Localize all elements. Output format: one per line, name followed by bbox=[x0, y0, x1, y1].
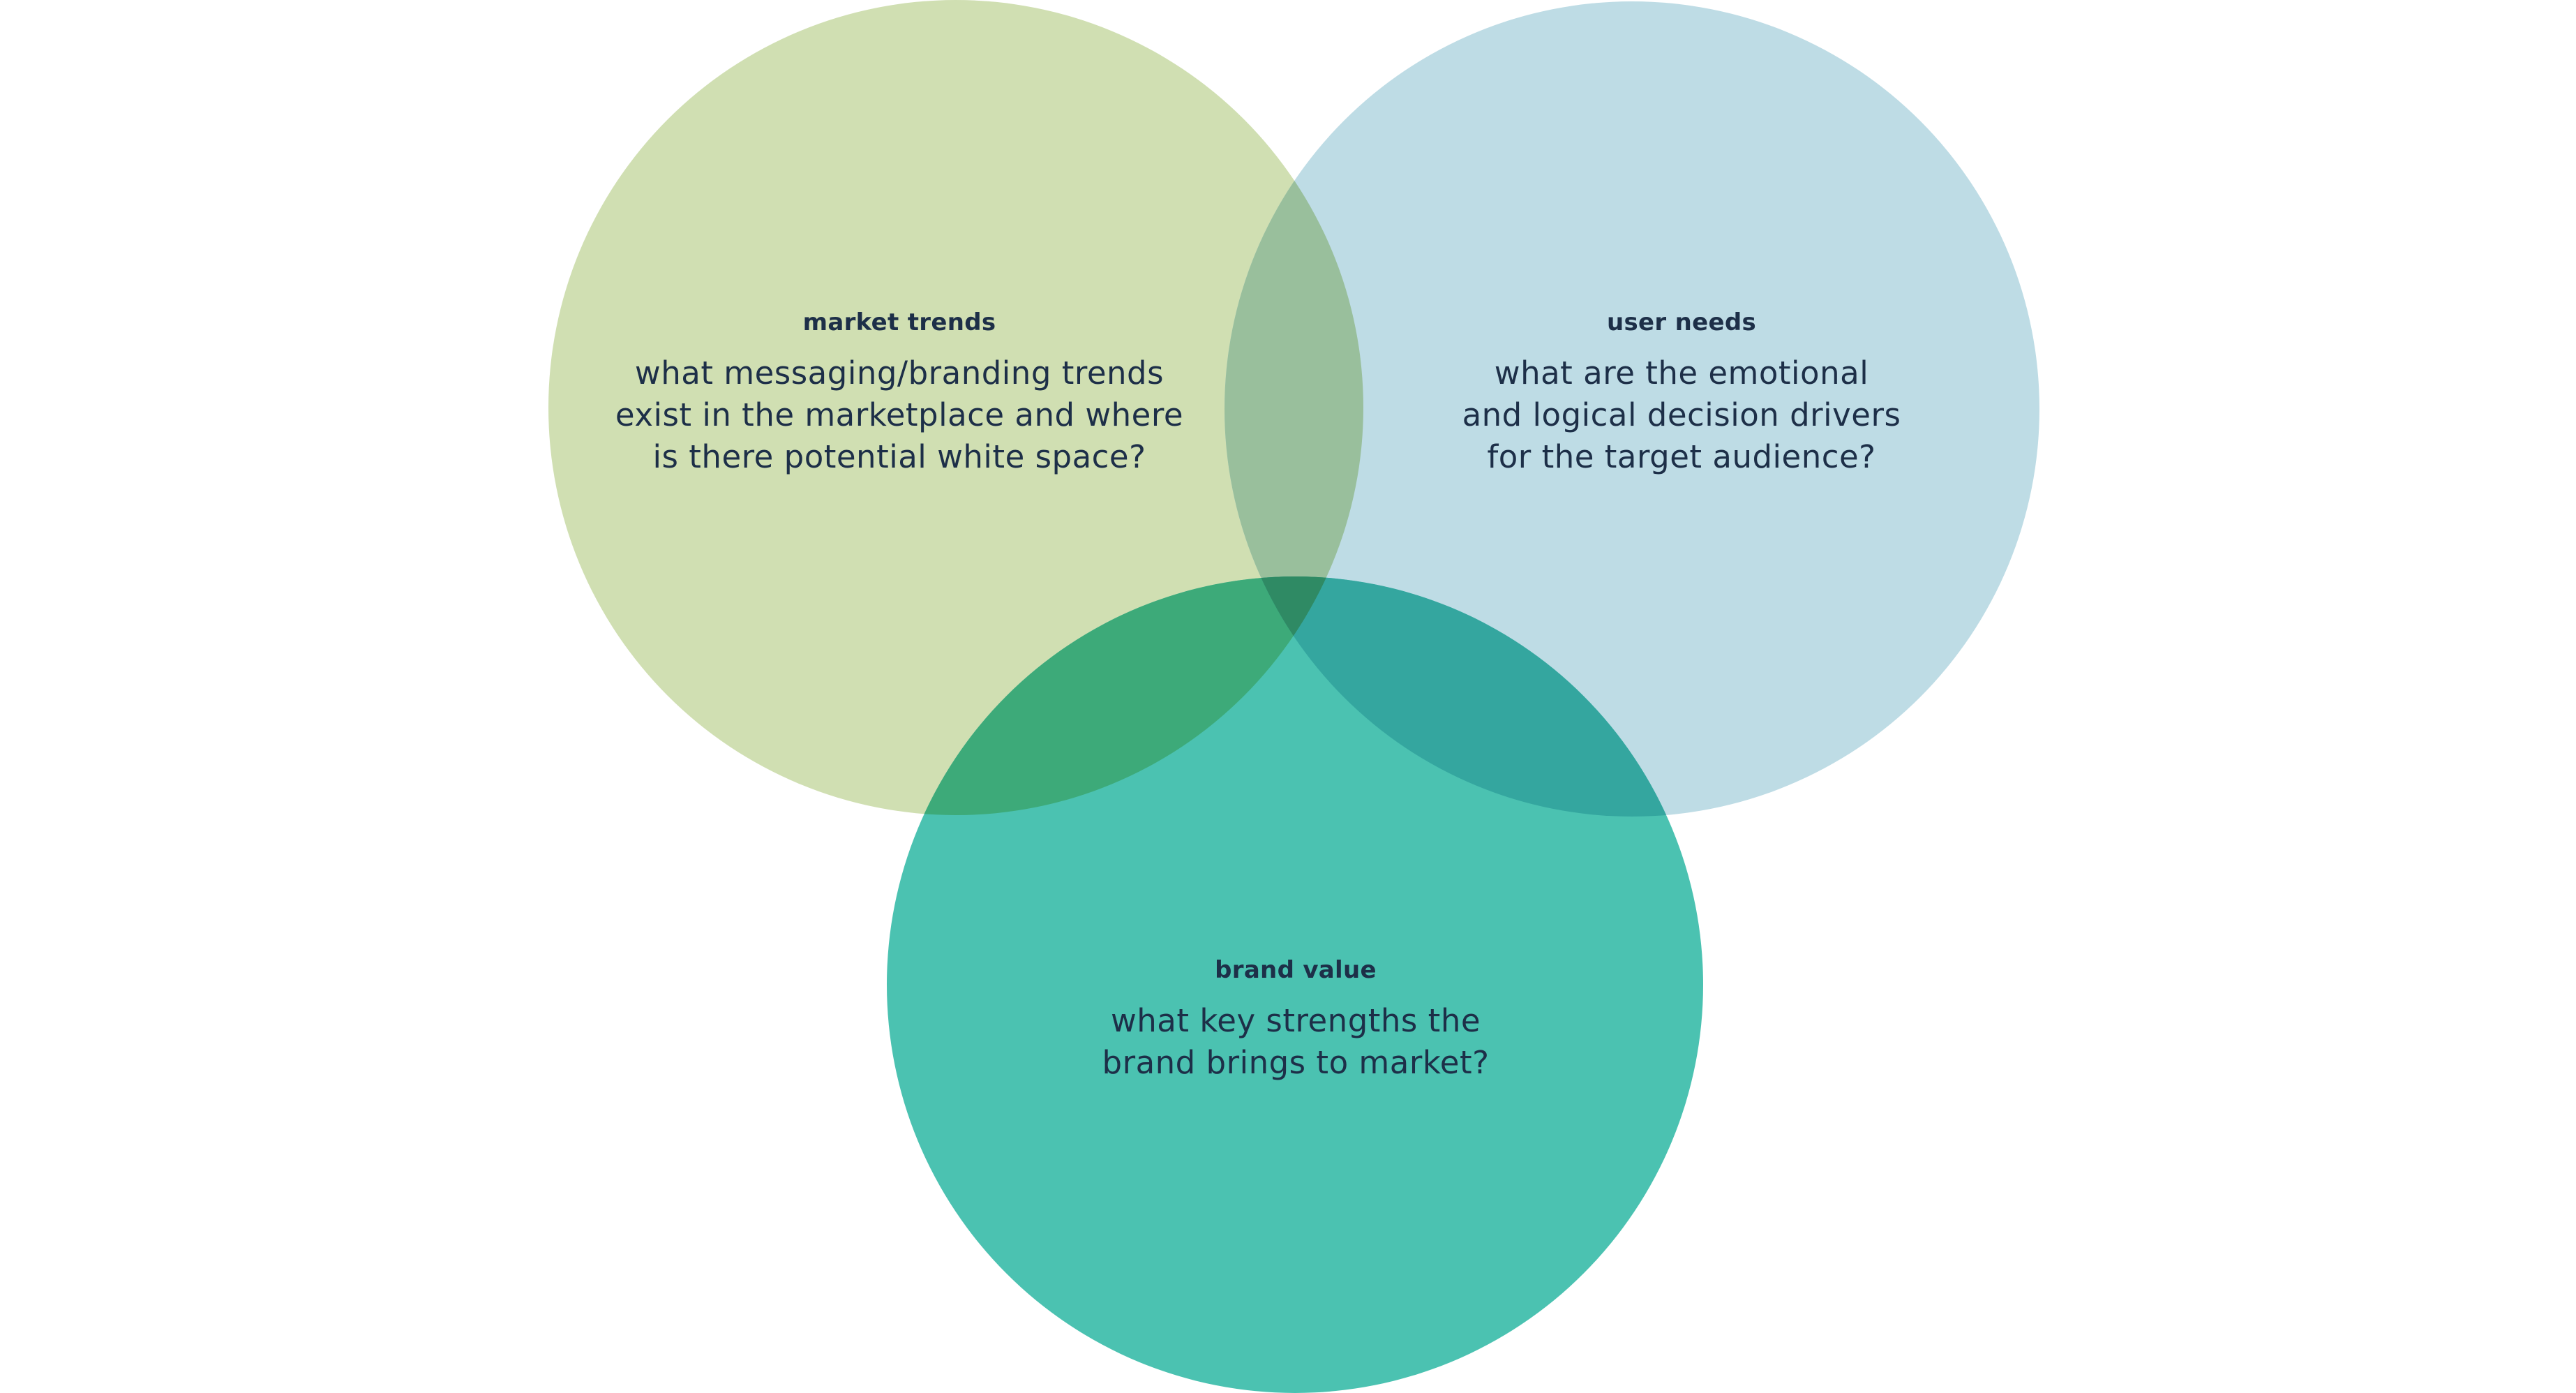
user-needs-question: what are the emotional and logical decis… bbox=[1462, 354, 1901, 475]
brand-value-title: brand value bbox=[1215, 956, 1377, 984]
user-needs-label: user needs what are the emotional and lo… bbox=[1402, 308, 1961, 478]
brand-value-question: what key strengths the brand brings to m… bbox=[1102, 1001, 1490, 1081]
market-trends-label: market trends what messaging/branding tr… bbox=[585, 308, 1213, 478]
brand-value-label: brand value what key strengths the brand… bbox=[1017, 956, 1575, 1084]
market-trends-question: what messaging/branding trends exist in … bbox=[615, 354, 1184, 475]
user-needs-title: user needs bbox=[1606, 308, 1756, 336]
market-trends-title: market trends bbox=[802, 308, 996, 336]
